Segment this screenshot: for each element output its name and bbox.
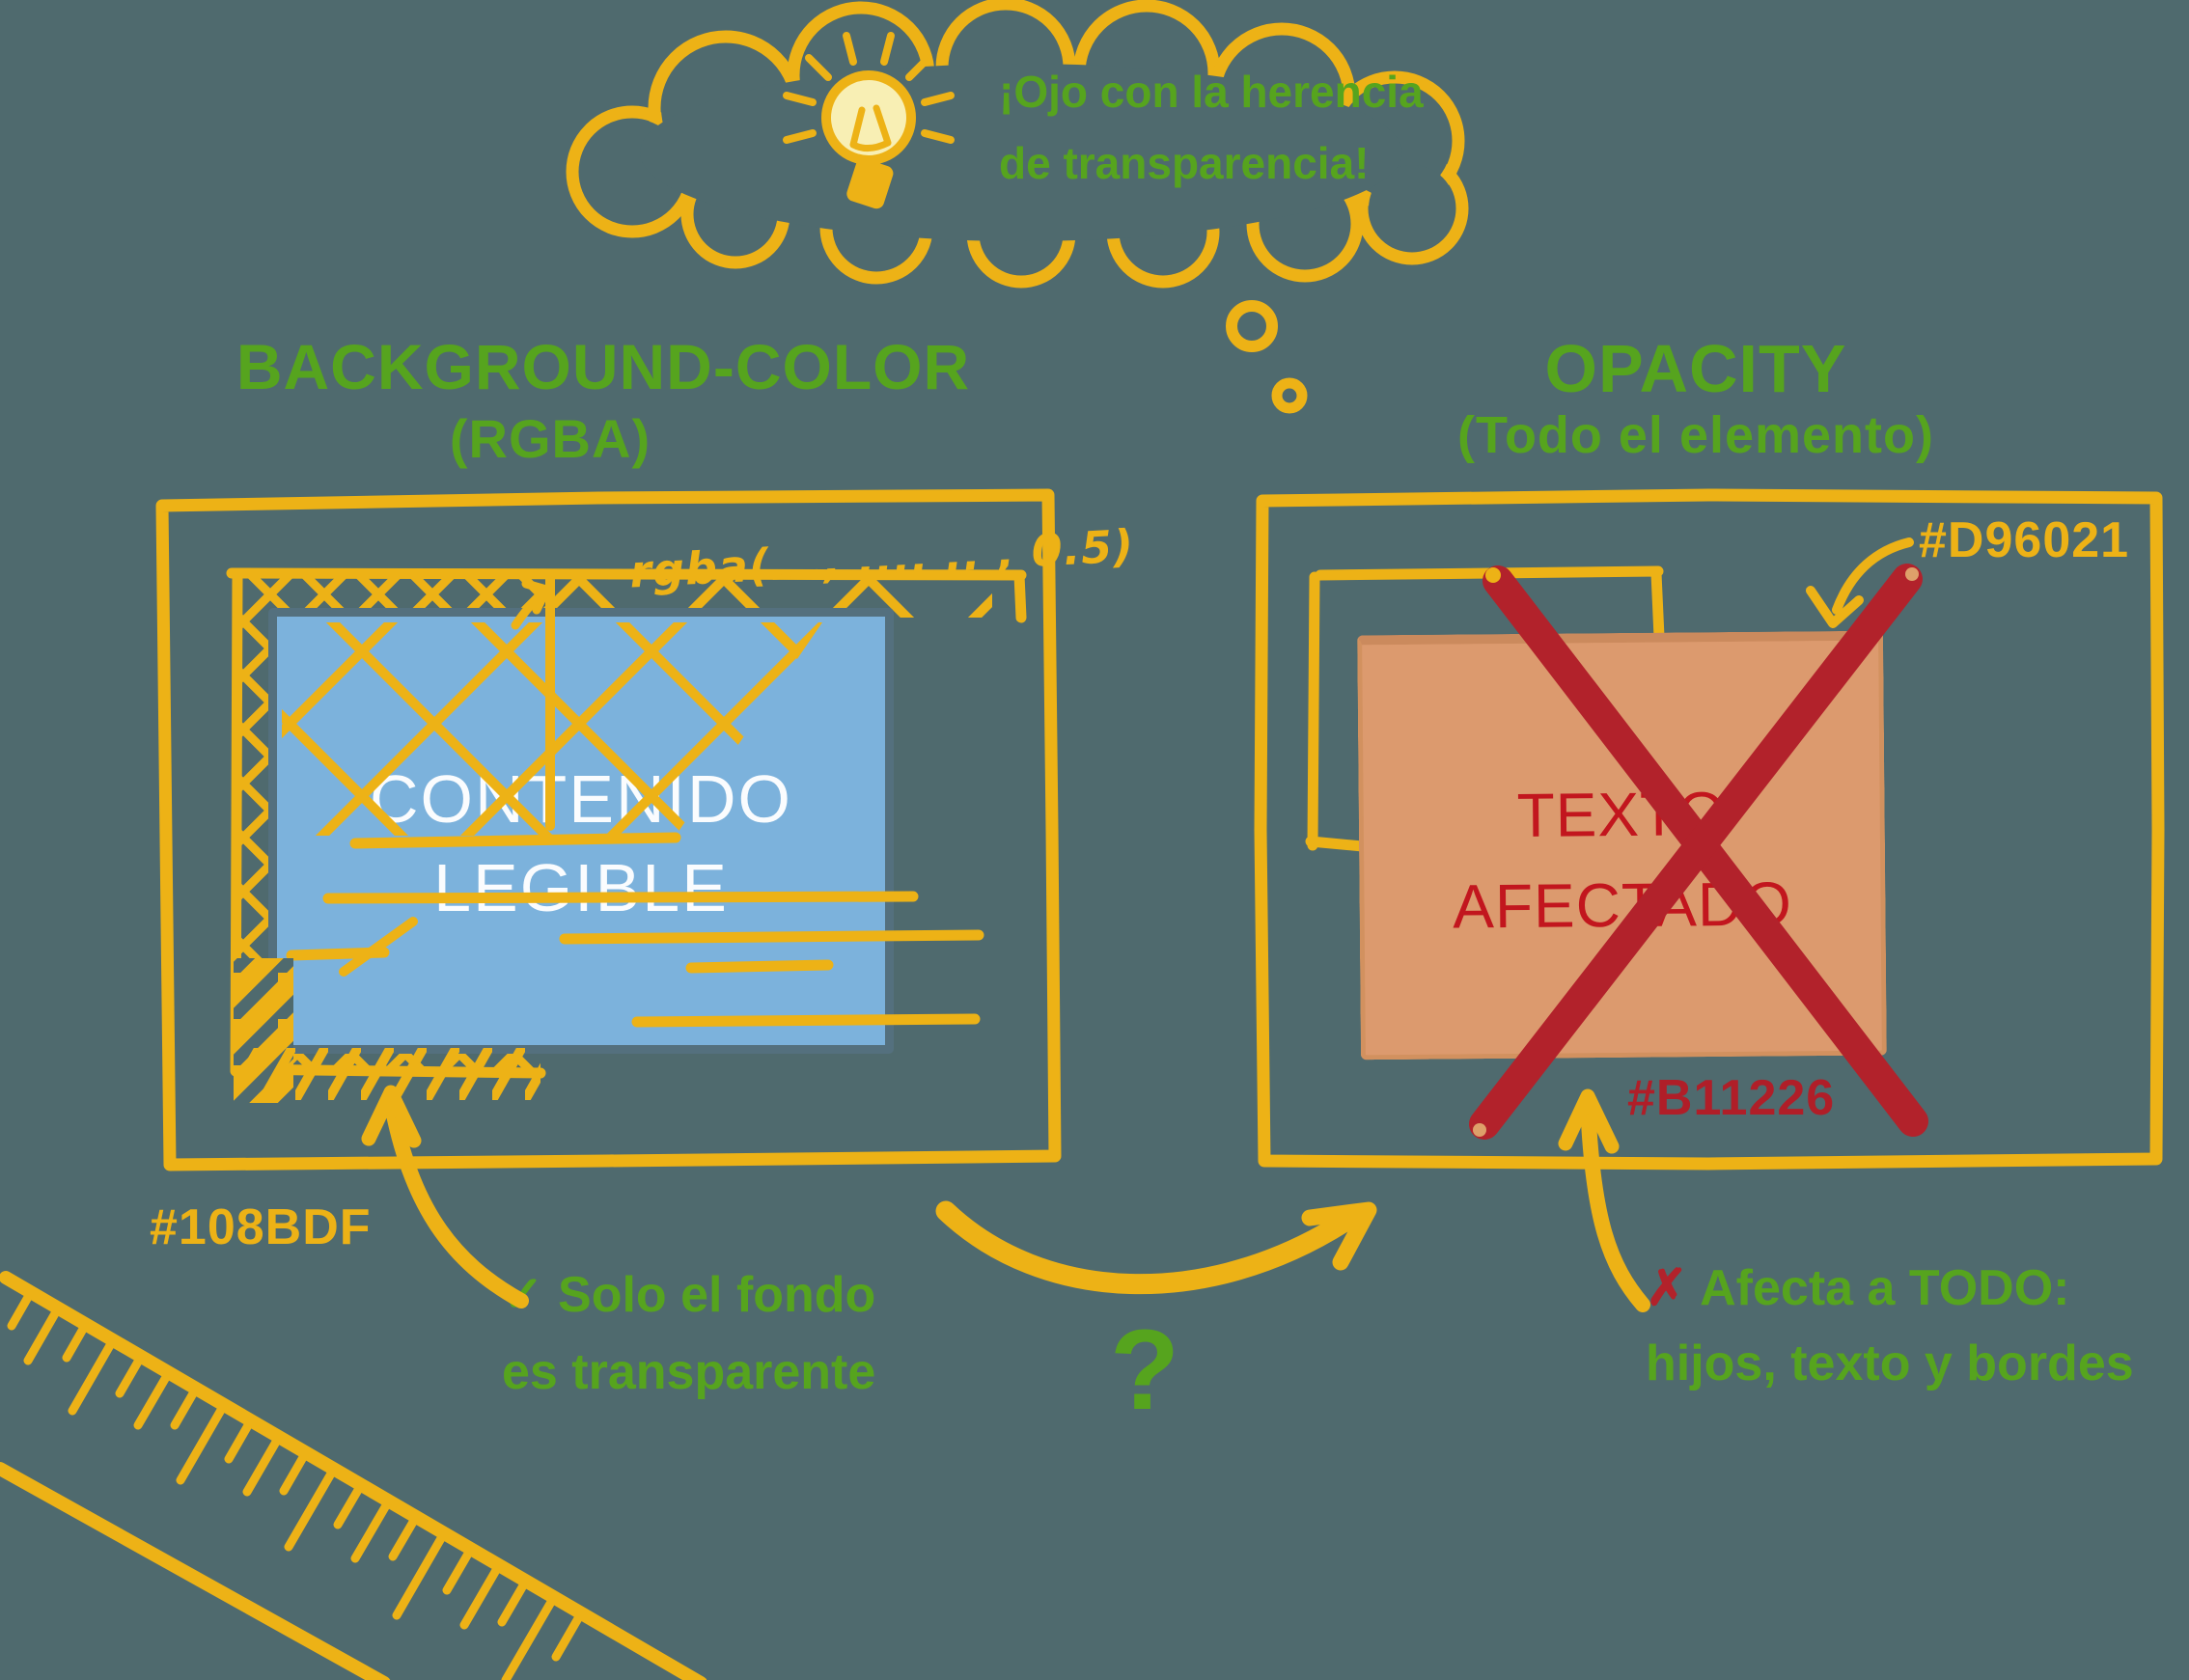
opacity-demo-box: TEXTO AFECTADO (1357, 630, 1887, 1060)
blue-box-line1: CONTENIDO (370, 761, 792, 837)
rgba-annotation: rgba(..., ..., .. , 0.5) (627, 519, 1136, 598)
left-subtitle: (RGBA) (449, 408, 651, 469)
right-note: ✗ Afecta a TODO: hijos, texto y bordes (1646, 1251, 2134, 1401)
right-note-line1: Afecta a TODO: (1700, 1260, 2070, 1316)
left-note: ✓ Solo el fondo es transparente (502, 1256, 875, 1411)
lightbulb-icon (783, 32, 955, 209)
blue-hex-label: #108BDF (150, 1199, 372, 1255)
left-note-line2: es transparente (502, 1344, 876, 1400)
right-note-line2: hijos, texto y bordes (1646, 1336, 2134, 1391)
right-subtitle: (Todo el elemento) (1456, 406, 1934, 464)
thought-bubble-line2: de transparencia! (999, 138, 1370, 188)
orange-box-line2: AFECTADO (1452, 868, 1793, 942)
swoosh-arrow (935, 1200, 1377, 1295)
right-note-arrow (1558, 1088, 1650, 1312)
cross-icon: ✗ (1646, 1260, 1688, 1316)
orange-box-line1: TEXTO (1516, 778, 1728, 850)
check-icon: ✓ (502, 1267, 544, 1323)
thought-bubble-line1: ¡Ojo con la herencia (999, 67, 1424, 117)
right-title: OPACITY (1544, 331, 1847, 406)
left-note-line1: Solo el fondo (558, 1267, 876, 1323)
orange-hex-label: #D96021 (1919, 512, 2130, 568)
rgba-demo-box: CONTENIDO LEGIBLE (268, 608, 894, 1054)
left-note-arrow (361, 1085, 529, 1308)
orange-label-arrow (1806, 537, 1914, 628)
blue-box-line2: LEGIBLE (433, 850, 729, 925)
red-hex-label: #B11226 (1627, 1070, 1836, 1126)
left-title: BACKGROUND-COLOR (236, 331, 971, 402)
thought-bubble-text: ¡Ojo con la herencia de transparencia! (999, 56, 1462, 199)
question-mark: ? (1110, 1307, 1180, 1434)
